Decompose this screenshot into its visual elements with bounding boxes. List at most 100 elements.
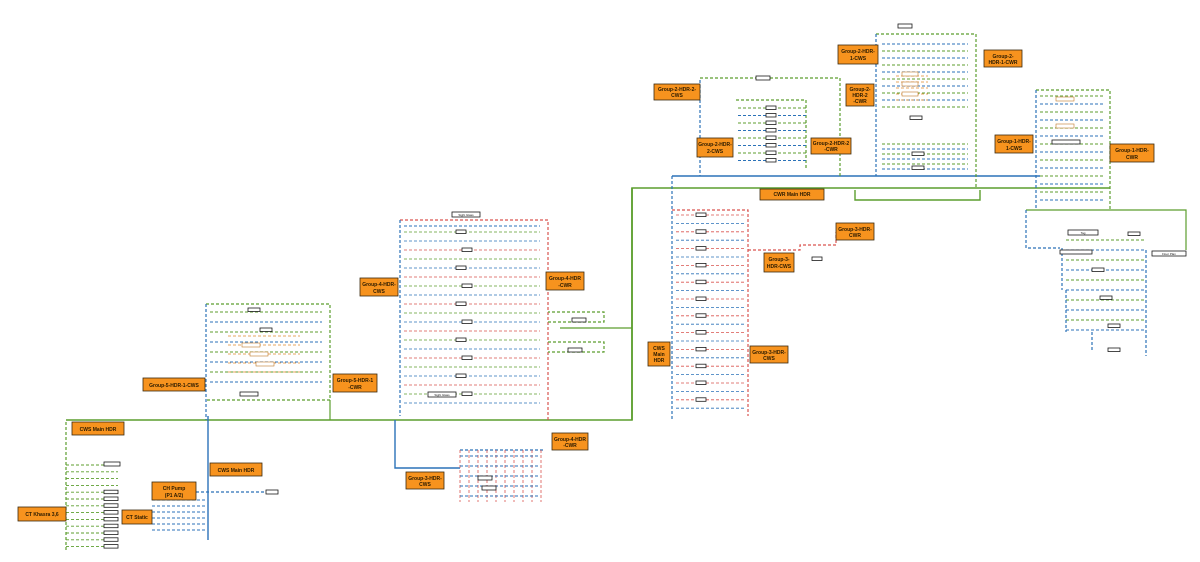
node-cws-main-hdr-top: CWS Main HDR xyxy=(71,421,125,436)
node-group4-hdr-cws: Group-4-HDR- CWS xyxy=(359,277,399,297)
node-group2-hdr2-cws-b: Group-2-HDR- 2-CWS xyxy=(696,137,734,158)
node-group4-hdr-cwr-label-1: Group-4-HDR xyxy=(549,276,581,282)
node-ch-pump: CH Pump (P1 A/2) xyxy=(151,481,197,501)
instrument-box xyxy=(765,135,777,140)
instrument-box xyxy=(695,397,707,402)
tag-g1-label: Tag xyxy=(1081,231,1086,235)
node-cws-main-hdr-vert: CWS Main HDR xyxy=(647,341,671,367)
instrument-box xyxy=(765,158,777,163)
node-group2-hdr2-cwr-b-label-1: Group-2- xyxy=(849,87,870,93)
pipe xyxy=(394,420,460,469)
instrument-box xyxy=(103,510,119,515)
instrument-box xyxy=(103,530,119,535)
instrument-box xyxy=(1091,267,1105,272)
node-cws-main-hdr-top-label: CWS Main HDR xyxy=(80,427,117,433)
instrument-box xyxy=(901,71,919,77)
instrument-box xyxy=(461,247,473,252)
node-group3-hdr-cws2-label-2: HDR-CWS xyxy=(767,264,792,270)
instrument-box xyxy=(695,363,707,369)
pipe xyxy=(854,190,981,201)
pipe xyxy=(876,33,977,188)
node-group2-hdr2-cws-label-2: CWS xyxy=(671,93,683,99)
instrument-box xyxy=(695,262,707,268)
instrument-box xyxy=(455,373,467,378)
node-group5-hdr1-cwr-label-2: -CWR xyxy=(348,385,362,391)
instrument-box xyxy=(455,301,467,306)
instrument-box xyxy=(695,330,707,335)
instrument-box xyxy=(765,120,777,125)
node-group5-hdr1-cws: Group-5-HDR-1-CWS xyxy=(142,377,206,392)
node-group2-hdr2-cwr-label-2: -CWR xyxy=(824,147,838,153)
node-cwr-main-hdr-label: CWR Main HDR xyxy=(774,192,811,198)
instrument-box xyxy=(695,246,707,251)
instrument-box xyxy=(755,75,771,81)
node-group2-hdr1-cwr-label-2: HDR-1-CWR xyxy=(989,60,1018,66)
node-group1-hdr-cws: Group-1-HDR- 1-CWS xyxy=(994,134,1034,154)
pipe xyxy=(736,99,807,170)
node-group3-hdr-cws2-label-1: Group-3- xyxy=(768,257,789,263)
instrument-box xyxy=(461,355,473,360)
node-group3-hdr-cwr-label-1: Group-3-HDR- xyxy=(838,227,872,233)
node-cws-main-hdr-mid-label: CWS Main HDR xyxy=(218,468,255,474)
instrument-box xyxy=(239,391,259,397)
node-ct-static: CT Static xyxy=(121,509,153,525)
instrument-box xyxy=(695,279,707,285)
instrument-box xyxy=(695,229,707,234)
node-group4-hdr-cwr-low: Group-4-HDR -CWR xyxy=(551,432,589,451)
node-cws-main-hdr-vert-label-2: Main xyxy=(653,352,664,358)
instrument-box xyxy=(477,475,493,481)
pipe xyxy=(206,303,331,401)
instrument-box xyxy=(909,115,923,120)
node-group1-hdr-cws-label-2: 1-CWS xyxy=(1006,146,1023,152)
instrument-box xyxy=(1107,347,1121,352)
tag-g4-top: Sight Glass xyxy=(451,211,481,218)
node-group4-hdr-cwr: Group-4-HDR -CWR xyxy=(545,271,585,291)
tag-g4-bottom-label: Sight Glass xyxy=(434,393,450,397)
pipe xyxy=(548,341,605,353)
instrument-box xyxy=(1055,123,1075,129)
node-group2-hdr2-cwr: Group-2-HDR-2 -CWR xyxy=(810,137,852,155)
node-group3-hdr-cwr-label-2: CWR xyxy=(849,233,861,239)
tag-right-long-label: Floor Plan xyxy=(1162,252,1176,256)
instrument-box xyxy=(1051,139,1081,145)
node-group2-hdr2-cws: Group-2-HDR-2- CWS xyxy=(653,83,701,101)
instrument-boxes xyxy=(103,23,1141,549)
instrument-box xyxy=(247,307,261,312)
instrument-box xyxy=(255,361,275,367)
node-group2-hdr2-cwr-b: Group-2- HDR-2 -CWR xyxy=(845,83,875,107)
tag-g4-top-label: Sight Glass xyxy=(458,213,474,217)
instrument-box xyxy=(1107,323,1121,328)
node-group3-hdr-cws1-label-2: CWS xyxy=(763,356,775,362)
node-cws-main-hdr-vert-label-3: HDR xyxy=(654,358,665,364)
instrument-box xyxy=(911,165,925,170)
node-ct-static-label: CT Static xyxy=(126,515,148,521)
instrument-box xyxy=(901,91,919,97)
node-group3-hdr-cws-low-label-1: Group-3-HDR- xyxy=(408,476,442,482)
instrument-box xyxy=(1127,231,1141,236)
instrument-box xyxy=(765,105,777,110)
pipe xyxy=(1025,210,1060,249)
node-group1-hdr-cws-label-1: Group-1-HDR- xyxy=(997,139,1031,145)
node-group3-hdr-cwr: Group-3-HDR- CWR xyxy=(835,222,875,241)
node-group3-hdr-cws1: Group-3-HDR- CWS xyxy=(749,345,789,364)
node-group3-hdr-cws-low: Group-3-HDR- CWS xyxy=(405,471,445,490)
node-ch-pump-label-2: (P1 A/2) xyxy=(165,493,184,499)
instrument-box xyxy=(1059,249,1093,255)
instrument-box xyxy=(461,283,473,288)
node-group2-hdr2-cws-b-label-1: Group-2-HDR- xyxy=(698,142,732,148)
node-group2-hdr2-cwr-b-label-2: HDR-2 xyxy=(852,93,867,99)
instrument-box xyxy=(901,81,919,87)
node-group4-hdr-cwr-label-2: -CWR xyxy=(558,283,572,289)
node-group5-hdr1-cwr: Group-5-HDR-1 -CWR xyxy=(332,373,378,393)
node-group2-hdr2-cwr-b-label-3: -CWR xyxy=(853,99,867,105)
instrument-box xyxy=(103,461,121,467)
node-group2-hdr2-cws-b-label-2: 2-CWS xyxy=(707,149,724,155)
instrument-box xyxy=(911,151,925,156)
node-group4-hdr-cws-label-2: CWS xyxy=(373,289,385,295)
instrument-box xyxy=(695,380,707,385)
node-cws-main-hdr-mid: CWS Main HDR xyxy=(209,462,263,477)
node-group2-hdr1-cws-label-2: 1-CWS xyxy=(850,56,867,62)
instrument-box xyxy=(695,212,707,217)
instrument-box xyxy=(103,523,119,529)
instrument-box xyxy=(567,347,583,353)
